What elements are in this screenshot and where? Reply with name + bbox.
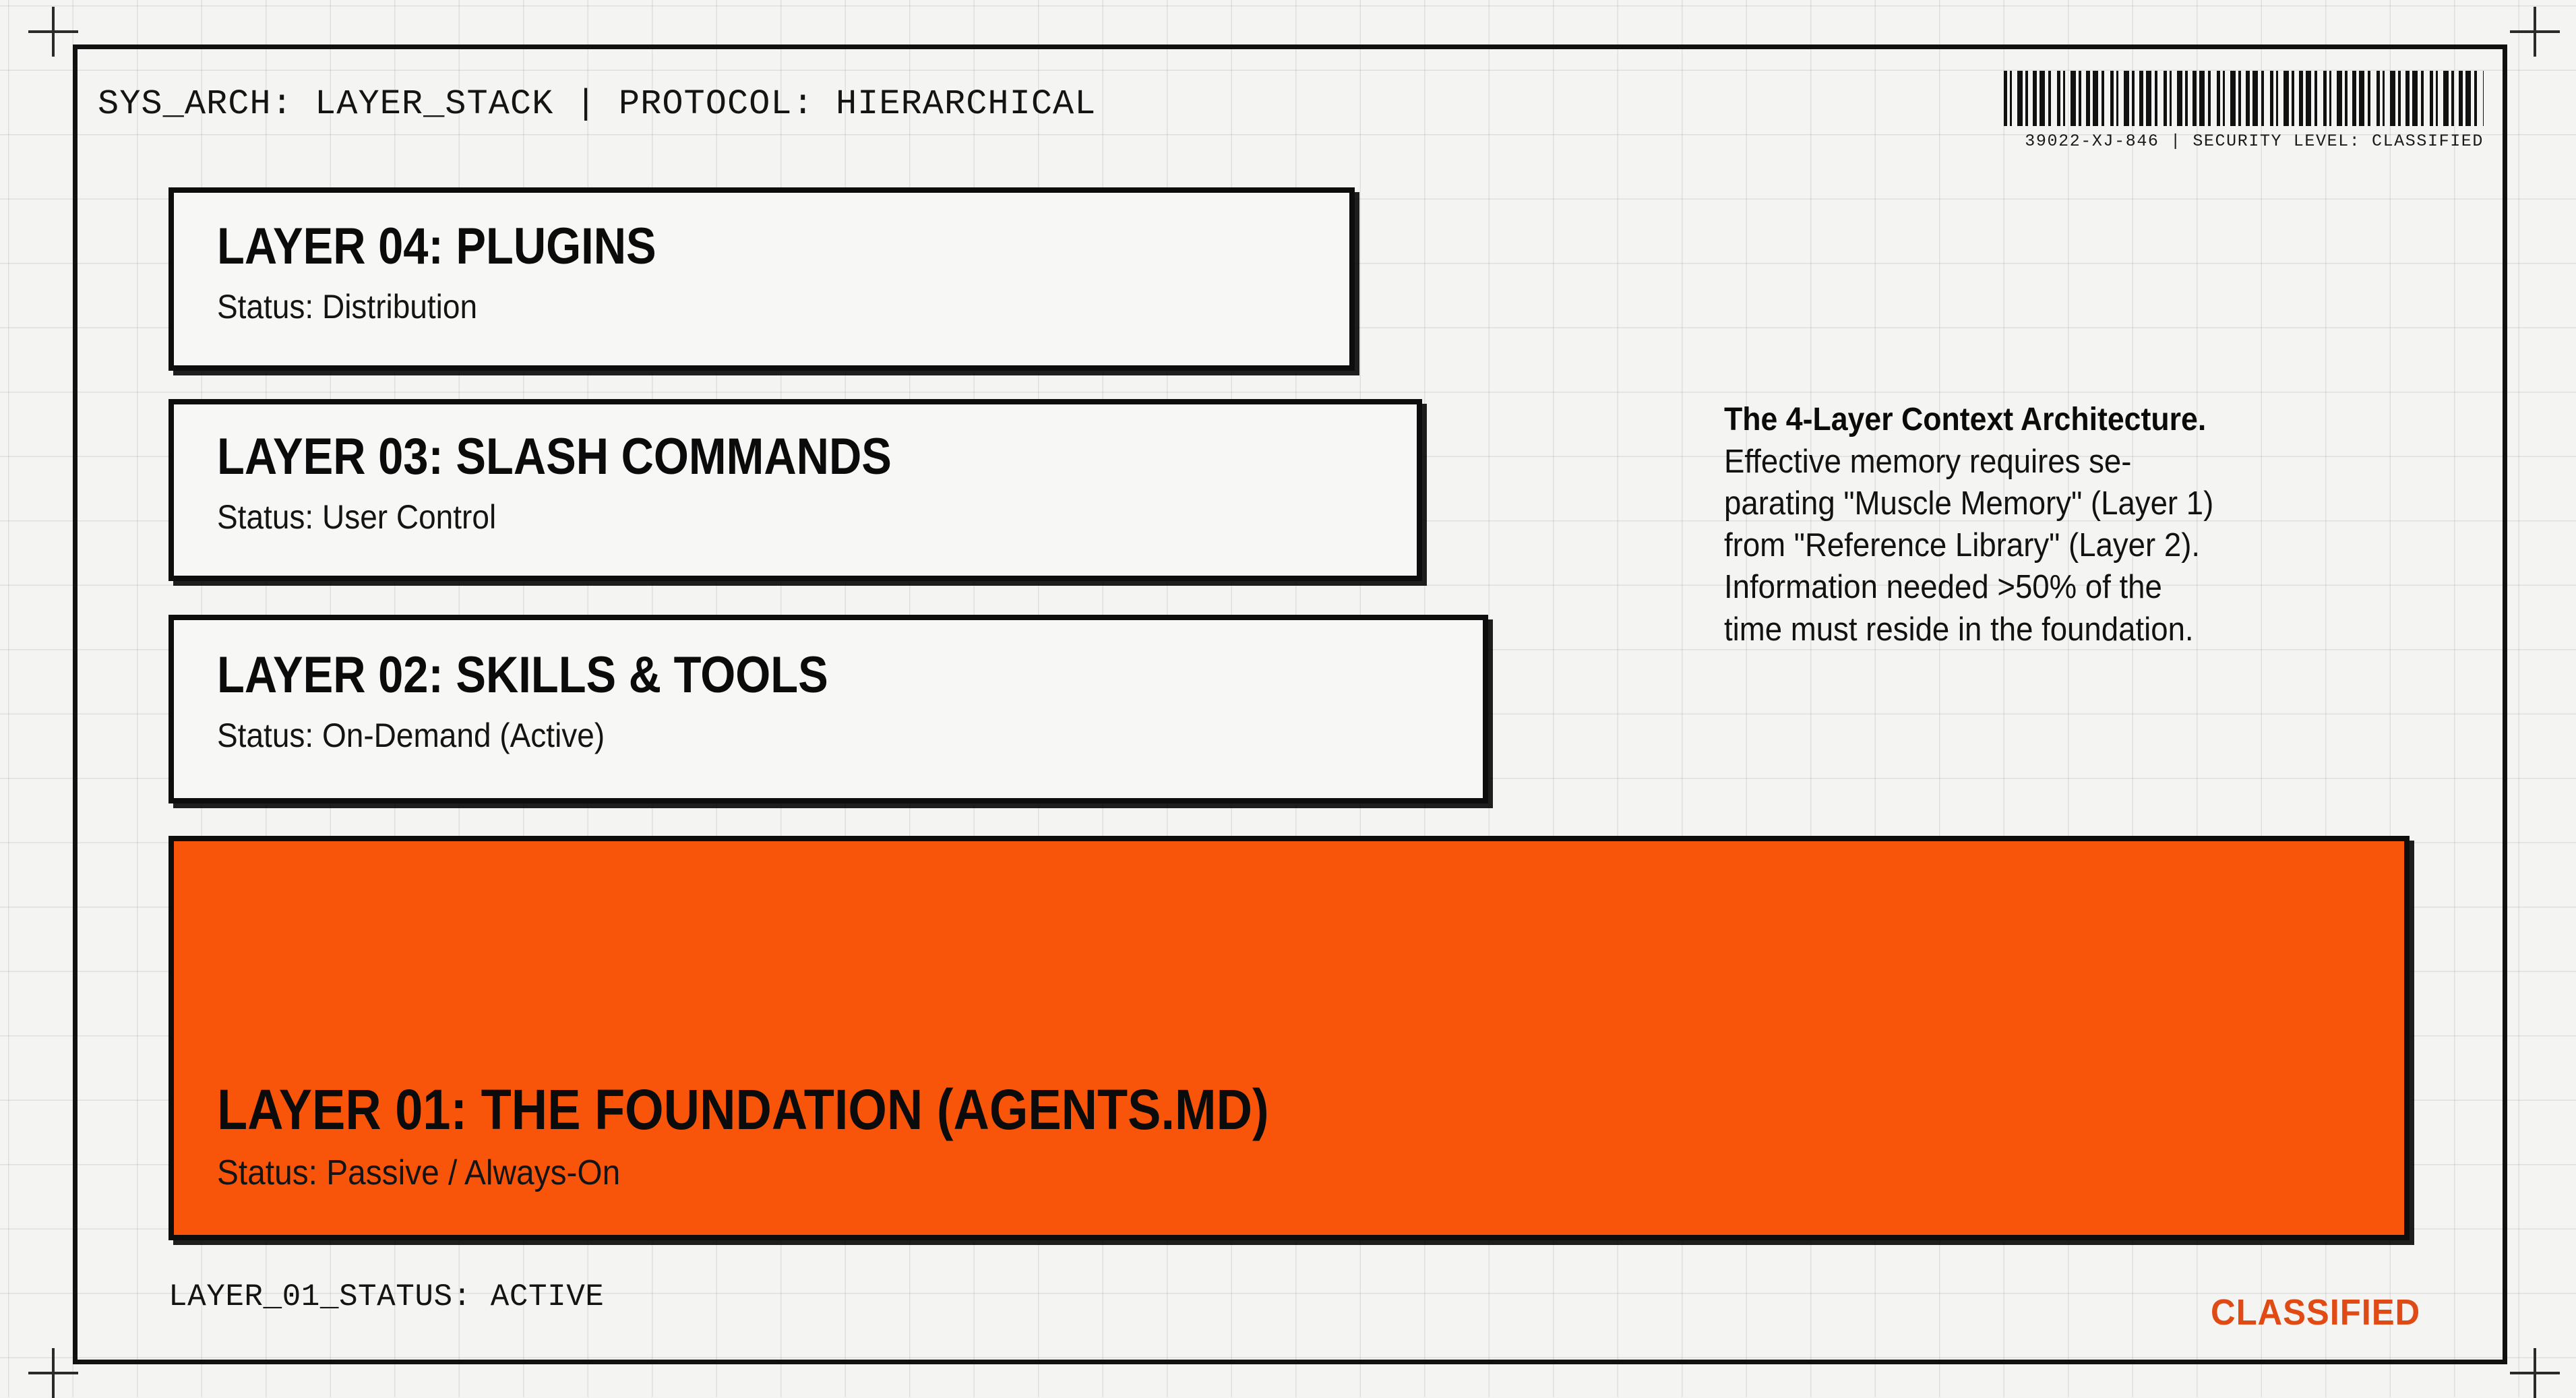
registration-crosshair-top-right [2510,7,2560,57]
description-body: Effective memory requires se- parating "… [1724,443,2214,648]
layer-03-status: Status: User Control [217,498,497,536]
layer-04-title: LAYER 04: PLUGINS [217,218,656,275]
layer-03-title: LAYER 03: SLASH COMMANDS [217,428,892,485]
sys-arch-header: SYS_ARCH: LAYER_STACK | PROTOCOL: HIERAR… [98,84,1097,124]
registration-crosshair-top-left [28,7,78,57]
layer-04-status: Status: Distribution [217,288,478,326]
footer-layer-status: LAYER_01_STATUS: ACTIVE [168,1279,605,1314]
layer-01-title: LAYER 01: THE FOUNDATION (AGENTS.MD) [217,1078,1269,1141]
barcode-icon [2004,71,2484,126]
registration-crosshair-bottom-right [2510,1348,2560,1398]
classified-stamp: CLASSIFIED [2211,1292,2421,1333]
registration-crosshair-bottom-left [28,1348,78,1398]
layer-card-01-foundation[interactable]: LAYER 01: THE FOUNDATION (AGENTS.MD) Sta… [168,836,2410,1240]
document-frame [73,44,2507,1364]
layer-card-04[interactable]: LAYER 04: PLUGINS Status: Distribution [168,187,1355,371]
layer-card-03[interactable]: LAYER 03: SLASH COMMANDS Status: User Co… [168,399,1422,581]
header-row: SYS_ARCH: LAYER_STACK | PROTOCOL: HIERAR… [98,71,2484,152]
layer-02-title: LAYER 02: SKILLS & TOOLS [217,646,828,704]
barcode-caption: 39022-XJ-846 | SECURITY LEVEL: CLASSIFIE… [2025,131,2484,151]
layer-01-status: Status: Passive / Always-On [217,1153,621,1192]
description-heading: The 4-Layer Context Architecture. [1724,402,2207,437]
layer-02-status: Status: On-Demand (Active) [217,717,605,754]
description-panel: The 4-Layer Context Architecture. Effect… [1724,402,2425,650]
layer-card-02[interactable]: LAYER 02: SKILLS & TOOLS Status: On-Dema… [168,615,1488,803]
barcode-block: 39022-XJ-846 | SECURITY LEVEL: CLASSIFIE… [2004,71,2484,151]
